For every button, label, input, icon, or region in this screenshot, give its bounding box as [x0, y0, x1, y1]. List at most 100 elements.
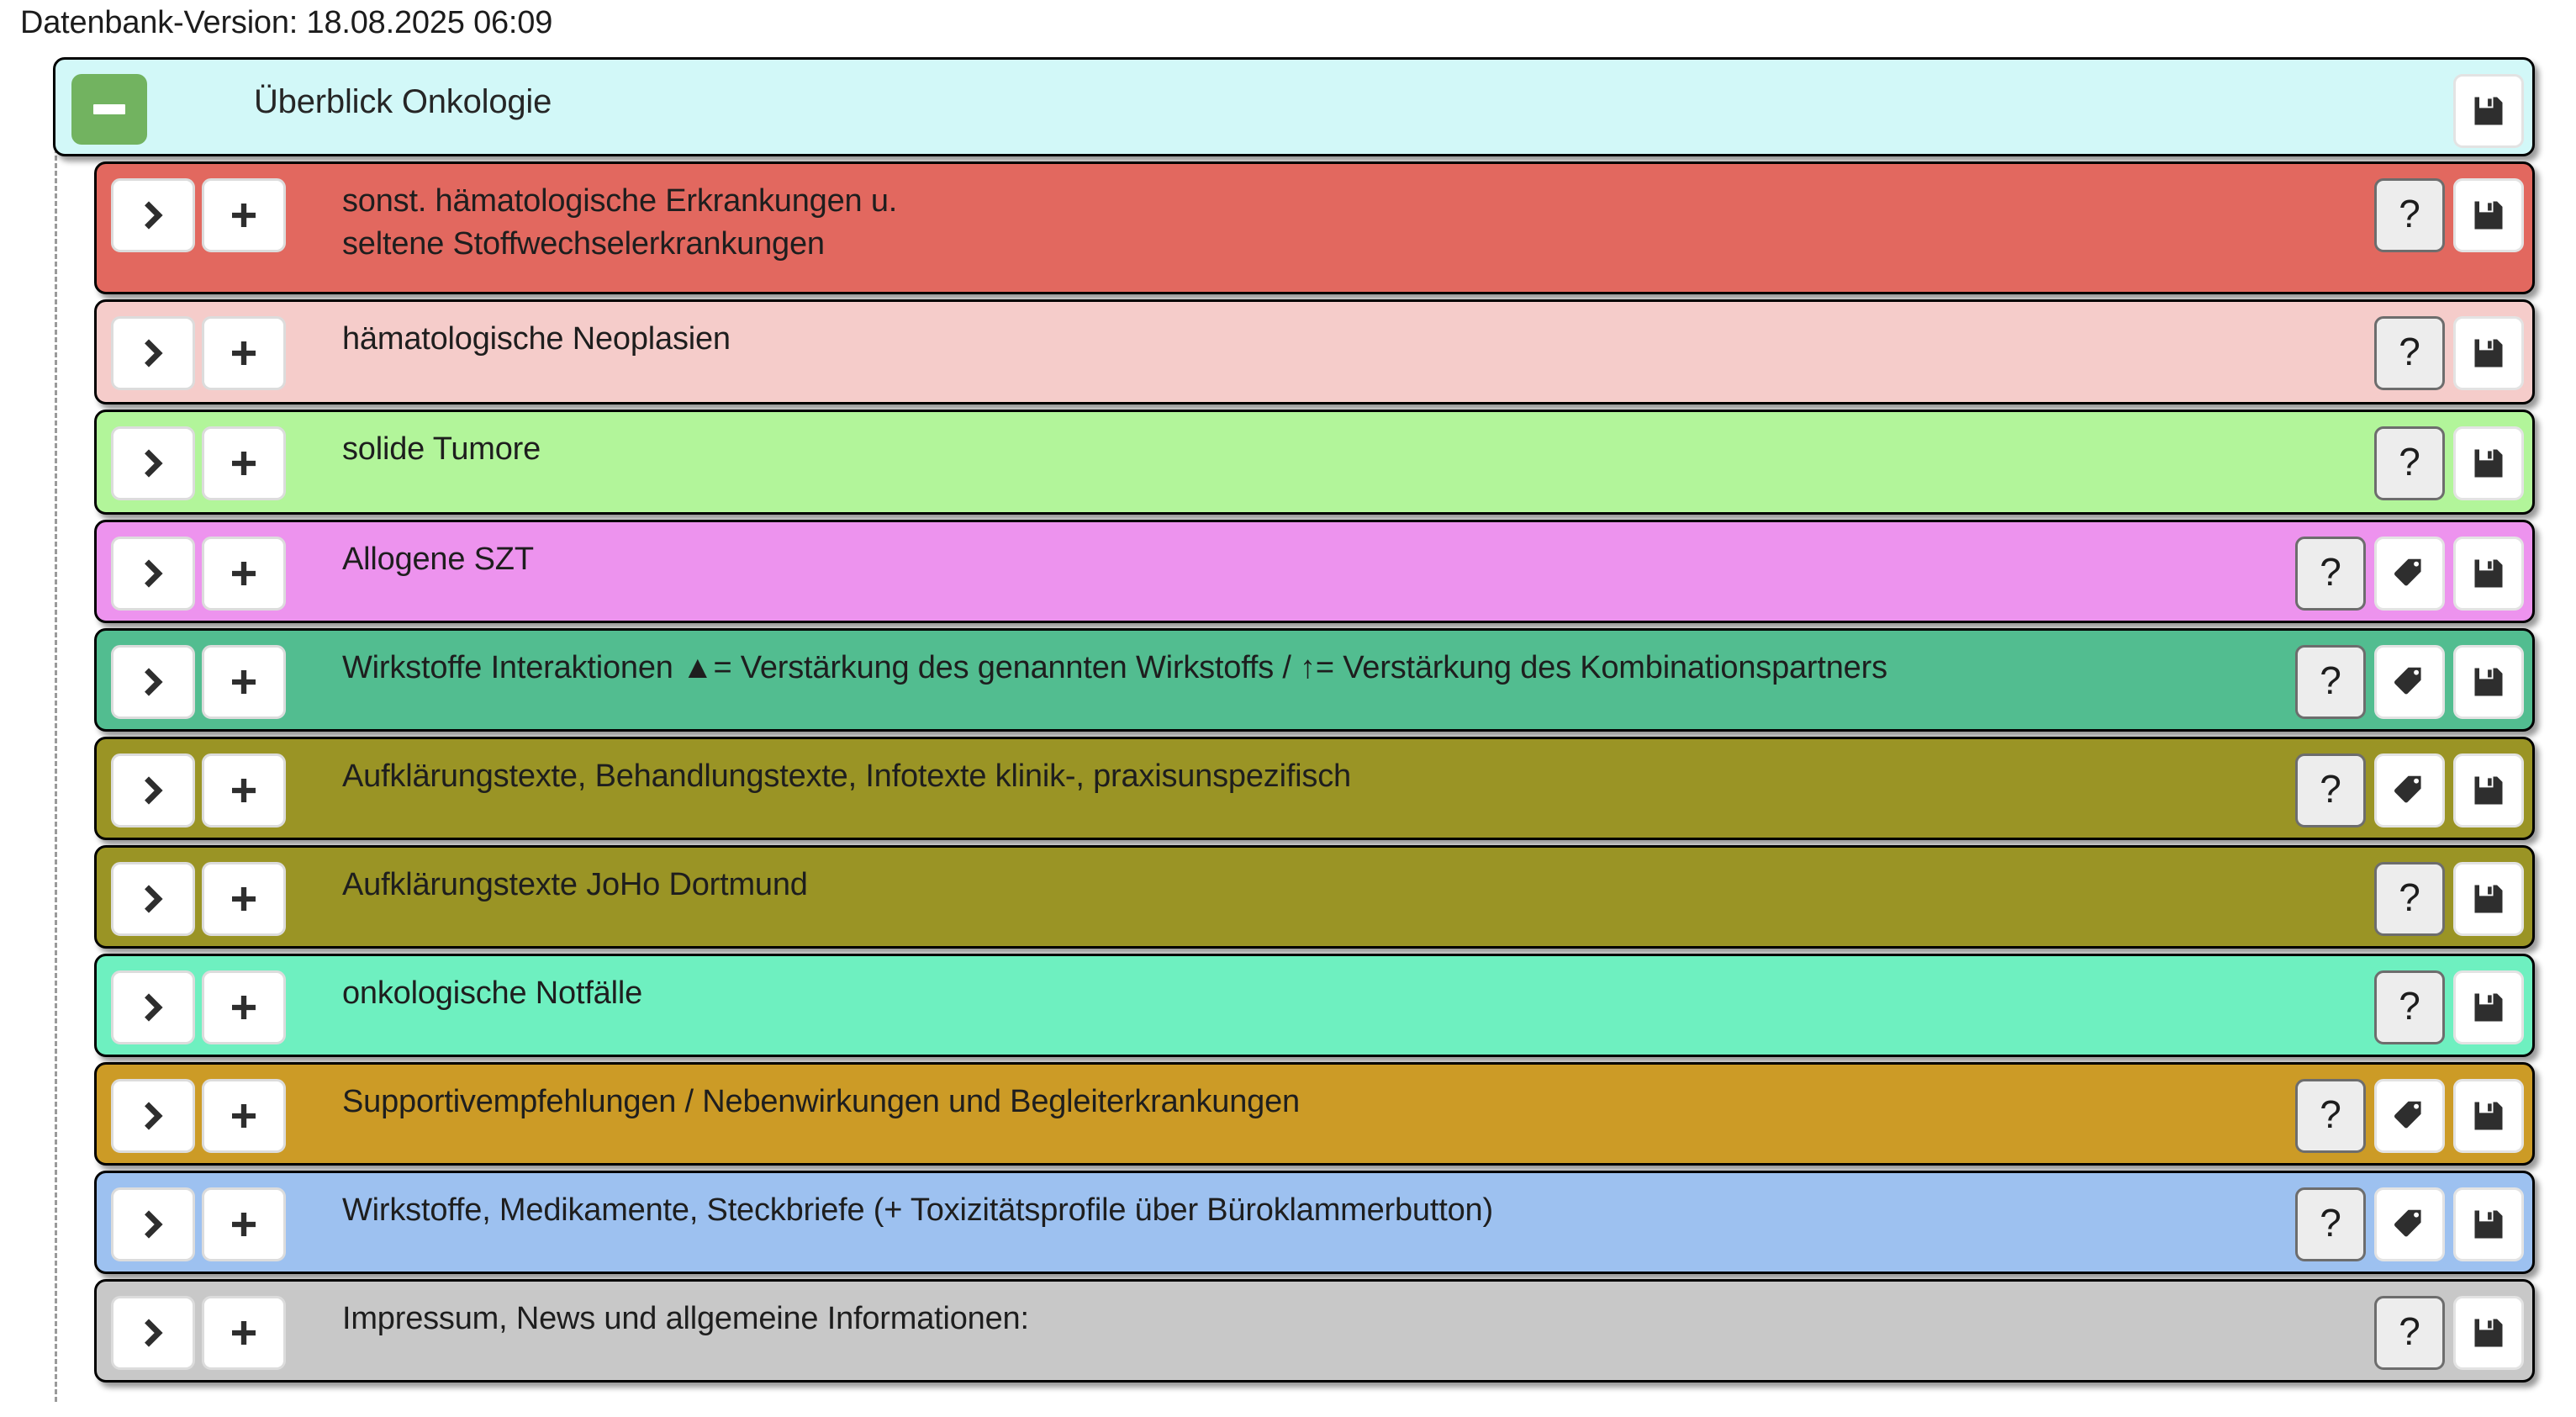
chevron-right-icon	[145, 993, 163, 1022]
tree-row[interactable]: sonst. hämatologische Erkrankungen u.sel…	[94, 161, 2535, 294]
question-mark-icon: ?	[2399, 984, 2420, 1028]
chevron-right-icon	[145, 1210, 163, 1239]
help-button[interactable]: ?	[2295, 645, 2366, 719]
question-mark-icon: ?	[2399, 875, 2420, 919]
page-title: Überblick Onkologie	[254, 83, 552, 120]
expand-button[interactable]	[111, 537, 195, 611]
question-mark-icon: ?	[2320, 550, 2341, 594]
expand-button[interactable]	[111, 1079, 195, 1153]
plus-icon	[232, 670, 256, 694]
plus-icon	[232, 1104, 256, 1128]
chevron-right-icon	[145, 339, 163, 367]
save-button[interactable]	[2453, 316, 2524, 390]
tag-button[interactable]	[2374, 537, 2445, 611]
floppy-save-icon	[2474, 668, 2503, 696]
expand-button[interactable]	[111, 316, 195, 390]
question-mark-icon: ?	[2399, 330, 2420, 373]
tree-guide-line	[55, 103, 57, 1402]
expand-button[interactable]	[111, 1296, 195, 1370]
tree-header-row[interactable]: Überblick Onkologie	[53, 57, 2535, 156]
help-button[interactable]: ?	[2374, 316, 2445, 390]
chevron-right-icon	[145, 1102, 163, 1130]
tree-row-label: Impressum, News und allgemeine Informati…	[342, 1301, 1029, 1336]
help-button[interactable]: ?	[2295, 753, 2366, 827]
question-mark-icon: ?	[2320, 1201, 2341, 1245]
floppy-save-icon	[2474, 97, 2503, 125]
tree-row[interactable]: onkologische Notfälle?	[94, 954, 2535, 1057]
floppy-save-icon	[2474, 993, 2503, 1022]
tree-row-label: Aufklärungstexte, Behandlungstexte, Info…	[342, 759, 1351, 794]
chevron-right-icon	[145, 885, 163, 913]
expand-button[interactable]	[111, 426, 195, 500]
tree-row[interactable]: hämatologische Neoplasien?	[94, 299, 2535, 404]
tree-row-label: onkologische Notfälle	[342, 976, 643, 1011]
add-button[interactable]	[202, 178, 286, 252]
save-button[interactable]	[2453, 426, 2524, 500]
help-button[interactable]: ?	[2374, 862, 2445, 936]
tree-row[interactable]: Aufklärungstexte, Behandlungstexte, Info…	[94, 737, 2535, 840]
floppy-save-icon	[2474, 1102, 2503, 1130]
add-button[interactable]	[202, 862, 286, 936]
add-button[interactable]	[202, 970, 286, 1044]
tree-row[interactable]: Wirkstoffe Interaktionen ▲= Verstärkung …	[94, 628, 2535, 732]
help-button[interactable]: ?	[2374, 178, 2445, 252]
help-button[interactable]: ?	[2295, 537, 2366, 611]
expand-button[interactable]	[111, 645, 195, 719]
floppy-save-icon	[2474, 559, 2503, 588]
help-button[interactable]: ?	[2295, 1079, 2366, 1153]
tree-row[interactable]: Aufklärungstexte JoHo Dortmund?	[94, 845, 2535, 949]
tree-row[interactable]: Allogene SZT?	[94, 520, 2535, 623]
floppy-save-icon	[2474, 1319, 2503, 1347]
expand-button[interactable]	[111, 178, 195, 252]
plus-icon	[232, 996, 256, 1019]
save-button[interactable]	[2453, 1079, 2524, 1153]
save-button[interactable]	[2453, 645, 2524, 719]
tag-button[interactable]	[2374, 1079, 2445, 1153]
tree-row[interactable]: Wirkstoffe, Medikamente, Steckbriefe (+ …	[94, 1171, 2535, 1274]
save-button[interactable]	[2453, 537, 2524, 611]
tag-button[interactable]	[2374, 645, 2445, 719]
add-button[interactable]	[202, 753, 286, 827]
tag-button[interactable]	[2374, 753, 2445, 827]
add-button[interactable]	[202, 1296, 286, 1370]
save-button[interactable]	[2453, 178, 2524, 252]
save-button[interactable]	[2453, 862, 2524, 936]
save-button[interactable]	[2453, 970, 2524, 1044]
add-button[interactable]	[202, 1187, 286, 1261]
collapse-button[interactable]	[71, 74, 147, 145]
tree-container: Überblick Onkologie sonst. hämatologisch…	[0, 57, 2576, 1388]
question-mark-icon: ?	[2320, 767, 2341, 811]
save-button[interactable]	[2453, 753, 2524, 827]
add-button[interactable]	[202, 645, 286, 719]
help-button[interactable]: ?	[2374, 1296, 2445, 1370]
save-button[interactable]	[2453, 1296, 2524, 1370]
expand-button[interactable]	[111, 1187, 195, 1261]
tree-row-label: Wirkstoffe, Medikamente, Steckbriefe (+ …	[342, 1192, 1493, 1228]
add-button[interactable]	[202, 537, 286, 611]
expand-button[interactable]	[111, 862, 195, 936]
chevron-right-icon	[145, 559, 163, 588]
tree-row-label: sonst. hämatologische Erkrankungen u.sel…	[342, 180, 2263, 265]
add-button[interactable]	[202, 426, 286, 500]
expand-button[interactable]	[111, 970, 195, 1044]
tree-row[interactable]: solide Tumore?	[94, 410, 2535, 515]
tag-icon	[2394, 1209, 2421, 1237]
question-mark-icon: ?	[2320, 1092, 2341, 1136]
tag-icon	[2394, 775, 2421, 803]
tree-row[interactable]: Supportivempfehlungen / Nebenwirkungen u…	[94, 1062, 2535, 1166]
tag-icon	[2394, 667, 2421, 695]
save-button[interactable]	[2453, 74, 2524, 148]
expand-button[interactable]	[111, 753, 195, 827]
tag-icon	[2394, 1101, 2421, 1129]
tag-button[interactable]	[2374, 1187, 2445, 1261]
help-button[interactable]: ?	[2295, 1187, 2366, 1261]
tree-row[interactable]: Impressum, News und allgemeine Informati…	[94, 1279, 2535, 1383]
help-button[interactable]: ?	[2374, 426, 2445, 500]
add-button[interactable]	[202, 316, 286, 390]
add-button[interactable]	[202, 1079, 286, 1153]
tree-row-label: solide Tumore	[342, 431, 541, 467]
floppy-save-icon	[2474, 885, 2503, 913]
help-button[interactable]: ?	[2374, 970, 2445, 1044]
save-button[interactable]	[2453, 1187, 2524, 1261]
plus-icon	[232, 1213, 256, 1236]
